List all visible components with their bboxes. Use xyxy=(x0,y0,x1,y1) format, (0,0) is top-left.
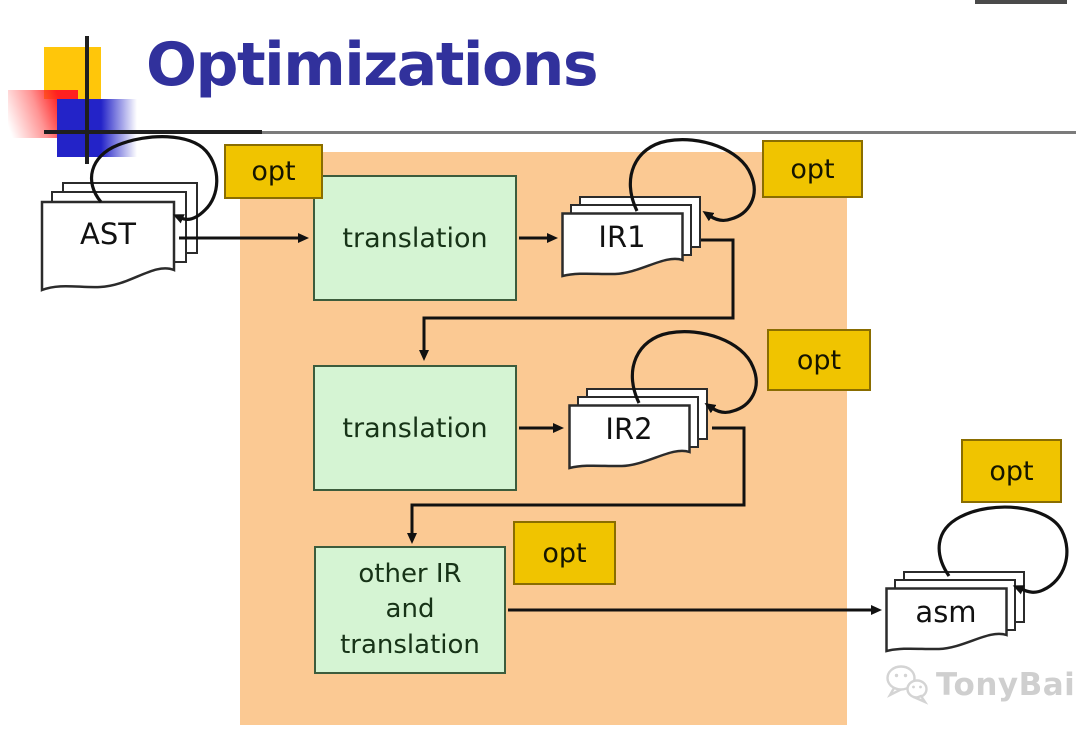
asm-document-stack: asm xyxy=(885,571,1027,657)
opt-label: opt xyxy=(796,344,842,376)
ir1-label: IR1 xyxy=(598,220,646,254)
decor-vertical-line xyxy=(85,36,89,164)
opt-box-ast: opt xyxy=(224,144,323,199)
translation2-box: translation xyxy=(313,365,517,491)
translation1-label: translation xyxy=(342,222,488,254)
opt-label: opt xyxy=(542,537,587,569)
decor-horizontal-line xyxy=(44,130,262,134)
opt-box-ir1: opt xyxy=(762,140,863,198)
opt-box-ir2: opt xyxy=(767,329,871,391)
ir2-label: IR2 xyxy=(605,412,653,446)
top-right-frame-bar xyxy=(975,0,1067,4)
opt-label: opt xyxy=(989,455,1034,487)
opt-label: opt xyxy=(790,153,835,185)
ast-document-stack: AST xyxy=(40,182,202,297)
ir2-document-stack: IR2 xyxy=(568,388,710,474)
translation2-label: translation xyxy=(342,412,488,444)
other-ir-translation-label: other IR and translation xyxy=(340,559,480,660)
decor-blue-square xyxy=(57,99,137,157)
opt-box-other-ir: opt xyxy=(513,521,616,585)
document-page-front xyxy=(885,587,1008,653)
title-divider-line xyxy=(44,131,1076,134)
opt-box-asm: opt xyxy=(961,439,1062,503)
ir1-document-stack: IR1 xyxy=(561,196,703,282)
other-ir-translation-box: other IR and translation xyxy=(314,546,506,674)
page-title: Optimizations xyxy=(146,30,599,100)
opt-label: opt xyxy=(251,156,296,187)
translation1-box: translation xyxy=(313,175,517,301)
ast-label: AST xyxy=(80,217,136,251)
watermark-text: TonyBai xyxy=(936,667,1076,703)
wechat-icon xyxy=(886,665,929,705)
document-page-front xyxy=(40,200,176,292)
watermark: TonyBai xyxy=(884,664,1075,706)
asm-label: asm xyxy=(915,595,977,629)
